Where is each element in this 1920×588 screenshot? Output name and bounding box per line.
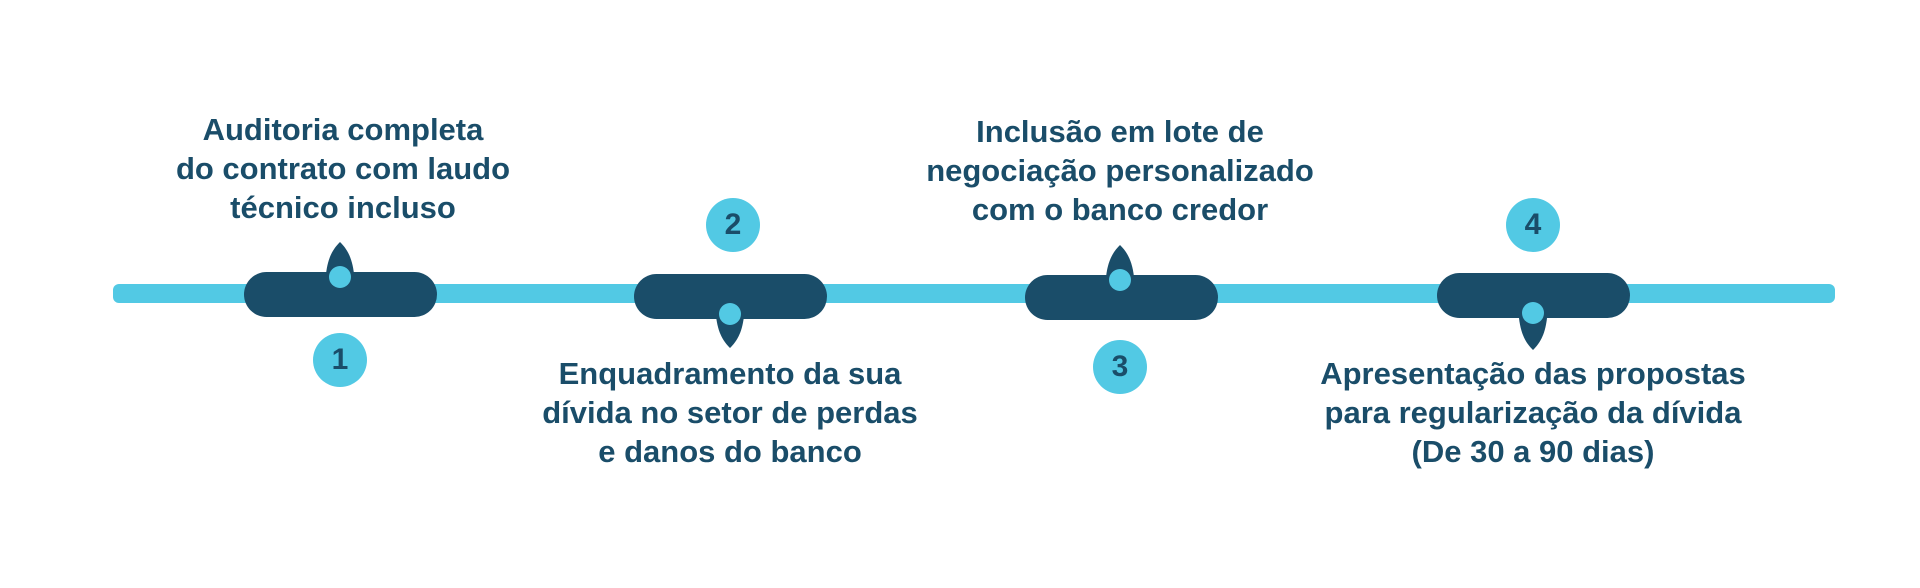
step-text-line: e danos do banco bbox=[598, 434, 862, 469]
step-dot bbox=[1109, 269, 1131, 291]
pin-up-icon bbox=[326, 242, 354, 274]
pin-down-icon bbox=[716, 316, 744, 348]
step-number-badge: 2 bbox=[706, 198, 760, 252]
step-description: Enquadramento da sua dívida no setor de … bbox=[470, 354, 990, 471]
step-number-badge: 3 bbox=[1093, 340, 1147, 394]
step-text-line: com o banco credor bbox=[971, 192, 1269, 227]
step-text-line: Inclusão em lote de bbox=[976, 114, 1264, 149]
step-text-line: dívida no setor de perdas bbox=[542, 395, 918, 430]
step-dot bbox=[719, 303, 741, 325]
step-dot bbox=[1522, 302, 1544, 324]
step-text-line: negociação personalizado bbox=[926, 153, 1314, 188]
step-description: Apresentação das propostas para regulari… bbox=[1273, 354, 1793, 471]
pin-up-icon bbox=[1106, 245, 1134, 277]
step-text-line: (De 30 a 90 dias) bbox=[1411, 434, 1655, 469]
step-number-badge: 4 bbox=[1506, 198, 1560, 252]
step-text-line: técnico incluso bbox=[230, 190, 456, 225]
step-text-line: Apresentação das propostas bbox=[1320, 356, 1746, 391]
step-description: Auditoria completa do contrato com laudo… bbox=[83, 110, 603, 227]
step-text-line: Auditoria completa bbox=[202, 112, 484, 147]
pin-down-icon bbox=[1519, 318, 1547, 350]
step-description: Inclusão em lote de negociação personali… bbox=[860, 112, 1380, 229]
step-text-line: Enquadramento da sua bbox=[558, 356, 902, 391]
timeline-track bbox=[113, 284, 1835, 303]
step-dot bbox=[329, 266, 351, 288]
step-number-badge: 1 bbox=[313, 333, 367, 387]
step-text-line: do contrato com laudo bbox=[175, 151, 511, 186]
step-text-line: para regularização da dívida bbox=[1324, 395, 1742, 430]
